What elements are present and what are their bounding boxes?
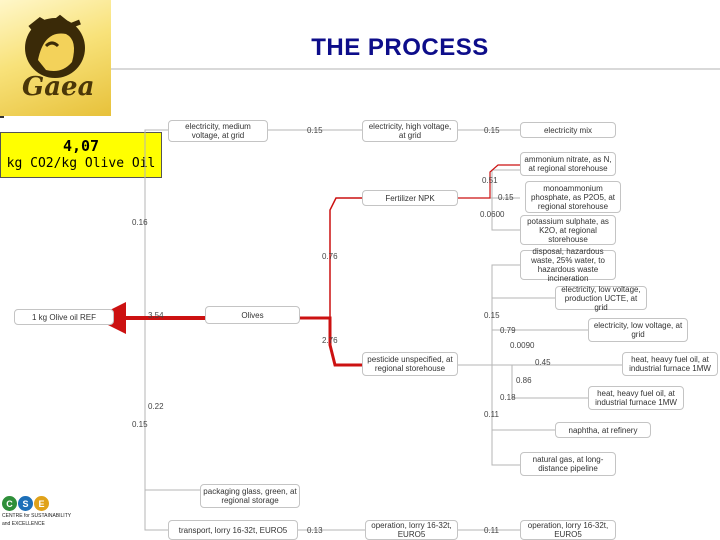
gaea-goddess-icon (25, 14, 85, 78)
node-elec-medium[interactable]: electricity, medium voltage, at grid (168, 120, 268, 142)
value-op: 0.13 (307, 526, 323, 535)
value-mono: 0.15 (498, 193, 514, 202)
link-natural-gas (491, 430, 520, 466)
node-heat-a[interactable]: heat, heavy fuel oil, at industrial furn… (622, 352, 718, 376)
node-disposal[interactable]: disposal, hazardous waste, 25% water, to… (520, 247, 616, 283)
cse-c-circle: C (2, 496, 17, 511)
node-potassium[interactable]: potassium sulphate, as K2O, at regional … (520, 215, 616, 245)
value-ammonium: 0.51 (482, 176, 498, 185)
cse-mark: C S E (2, 496, 102, 511)
value-elec-left: 0.16 (132, 218, 148, 227)
value-pesticide: 2.76 (322, 336, 338, 345)
logo-text: Gaea (22, 72, 95, 102)
node-operation2[interactable]: operation, lorry 16-32t, EURO5 (520, 520, 616, 540)
left-rule (0, 116, 4, 118)
node-natural-gas[interactable]: natural gas, at long-distance pipeline (520, 452, 616, 476)
value-small: 0.0090 (510, 341, 535, 350)
value-elec-low: 0.79 (500, 326, 516, 335)
link-disposal (458, 264, 520, 366)
node-elec-low-ucte[interactable]: electricity, low voltage, production UCT… (555, 285, 647, 312)
node-heat-b[interactable]: heat, heavy fuel oil, at industrial furn… (588, 386, 684, 410)
link-elec-medium (144, 129, 168, 318)
cse-text-2: and EXCELLENCE (2, 521, 45, 527)
node-operation[interactable]: operation, lorry 16-32t, EURO5 (365, 520, 458, 540)
node-naphtha[interactable]: naphtha, at refinery (555, 422, 651, 438)
flow-ammonium (457, 164, 521, 199)
node-packaging[interactable]: packaging glass, green, at regional stor… (200, 484, 300, 508)
value-olives-oil: 3.54 (148, 311, 164, 320)
node-olives[interactable]: Olives (205, 306, 300, 324)
node-elec-mix[interactable]: electricity mix (520, 122, 616, 138)
cse-e-circle: E (34, 496, 49, 511)
value-heat-b: 0.86 (516, 376, 532, 385)
value-potassium: 0.0600 (480, 210, 505, 219)
value-high-mix: 0.15 (484, 126, 500, 135)
node-elec-high[interactable]: electricity, high voltage, at grid (362, 120, 458, 142)
link-packaging (144, 318, 200, 491)
value-heat-a: 0.45 (535, 358, 551, 367)
value-elec-med-high: 0.15 (307, 126, 323, 135)
flow-fertilizer-to-olives (329, 197, 363, 319)
node-ammonium-nitrate[interactable]: ammonium nitrate, as N, at regional stor… (520, 152, 616, 176)
value-disposal: 0.15 (484, 311, 500, 320)
value-packaging: 0.22 (148, 402, 164, 411)
link-heat-b (511, 365, 588, 399)
node-transport[interactable]: transport, lorry 16-32t, EURO5 (168, 520, 298, 540)
total-footprint-value: 4,07 (62, 137, 100, 155)
total-footprint-box: 4,07 kg CO2/kg Olive Oil (0, 132, 162, 178)
node-monoammonium[interactable]: monoammonium phosphate, as P2O5, at regi… (525, 181, 621, 213)
cse-text-1: CENTRE for SUSTAINABILITY (2, 513, 72, 519)
value-op2: 0.11 (484, 526, 499, 535)
value-naphtha: 0.11 (484, 410, 499, 419)
page-title: THE PROCESS (311, 34, 489, 61)
node-elec-low[interactable]: electricity, low voltage, at grid (588, 318, 688, 342)
node-olive-oil[interactable]: 1 kg Olive oil REF (14, 309, 114, 325)
cse-s-circle: S (18, 496, 33, 511)
title-divider (111, 68, 720, 70)
value-fertilizer: 0.76 (322, 252, 338, 261)
gaea-logo: Gaea (0, 0, 111, 116)
total-footprint-unit: kg CO2/kg Olive Oil (6, 156, 156, 171)
value-naphtha-up: 0.18 (500, 393, 516, 402)
node-pesticide[interactable]: pesticide unspecified, at regional store… (362, 352, 458, 376)
node-fertilizer[interactable]: Fertilizer NPK (362, 190, 458, 206)
value-transport-left: 0.15 (132, 420, 148, 429)
link-transport (144, 318, 168, 531)
cse-logo: C S E CENTRE for SUSTAINABILITY and EXCE… (2, 496, 102, 540)
flow-pesticide-to-olives (298, 316, 364, 367)
link-potassium (491, 198, 520, 231)
